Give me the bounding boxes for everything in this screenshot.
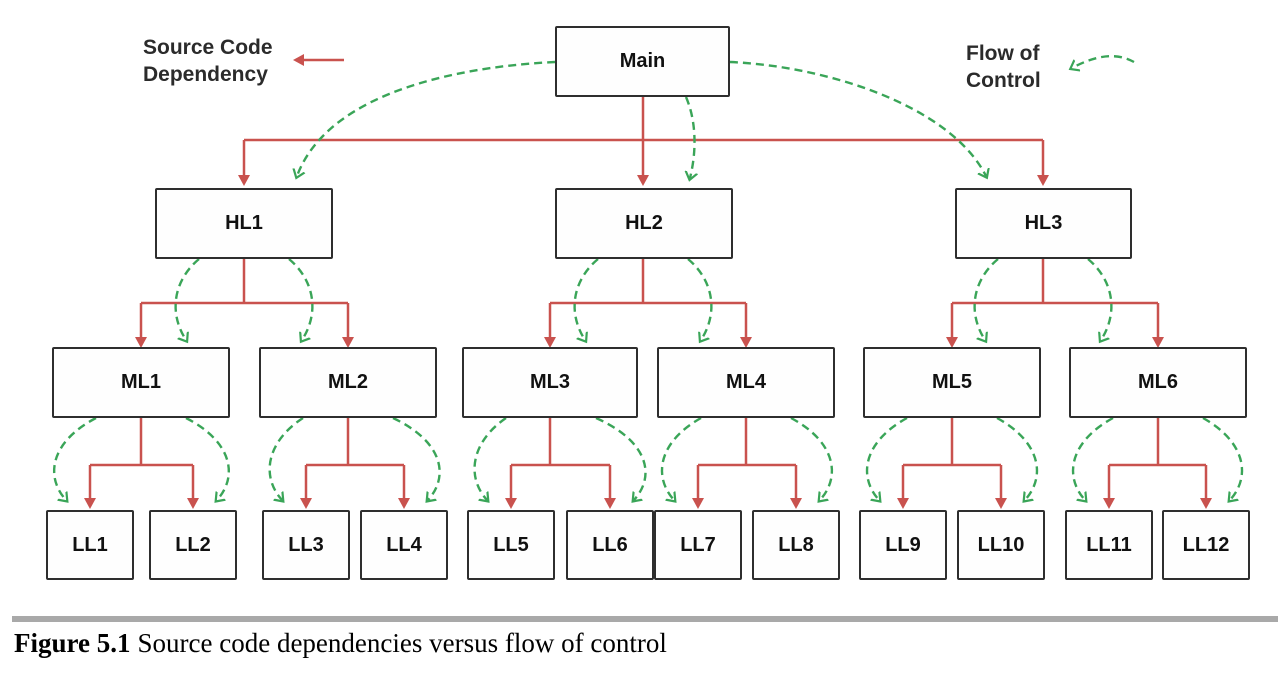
ctrl-ml5-ll9 bbox=[865, 416, 908, 500]
ctrl-ml5-ll10 bbox=[996, 416, 1039, 500]
node-ll7: LL7 bbox=[654, 510, 742, 580]
ctrl-ml6-ll11 bbox=[1071, 416, 1114, 500]
ctrl-ml2-ll4 bbox=[392, 416, 441, 500]
ctrl-main-hl2 bbox=[686, 96, 695, 178]
ctrl-hl2-ml4 bbox=[687, 258, 713, 340]
ctrl-hl1-ml1 bbox=[174, 258, 200, 340]
ctrl-ml1-ll1 bbox=[52, 416, 97, 500]
figure-caption-text: Source code dependencies versus flow of … bbox=[137, 628, 667, 658]
dependency-arrows bbox=[84, 54, 1212, 509]
node-ml6: ML6 bbox=[1069, 347, 1247, 418]
ctrl-hl1-ml2 bbox=[288, 258, 314, 340]
ctrl-ml2-ll3 bbox=[268, 416, 304, 500]
control-arrows bbox=[52, 54, 1244, 500]
node-ml3: ML3 bbox=[462, 347, 638, 418]
ctrl-ml1-ll2 bbox=[185, 416, 231, 500]
ctrl-hl3-ml6 bbox=[1087, 258, 1113, 340]
node-ll1: LL1 bbox=[46, 510, 134, 580]
node-ml2: ML2 bbox=[259, 347, 437, 418]
ctrl-ml4-ll8 bbox=[790, 416, 834, 500]
ctrl-main-hl1 bbox=[297, 60, 556, 176]
node-ll12: LL12 bbox=[1162, 510, 1250, 580]
node-ll10: LL10 bbox=[957, 510, 1045, 580]
ctrl-hl2-ml3 bbox=[573, 258, 599, 340]
node-ll3: LL3 bbox=[262, 510, 350, 580]
figure-caption-label: Figure 5.1 bbox=[14, 628, 131, 658]
control-legend-arrow-icon bbox=[1072, 54, 1135, 68]
node-ll5: LL5 bbox=[467, 510, 555, 580]
node-ml5: ML5 bbox=[863, 347, 1041, 418]
node-hl2: HL2 bbox=[555, 188, 733, 259]
ctrl-main-hl3 bbox=[729, 60, 986, 176]
node-hl1: HL1 bbox=[155, 188, 333, 259]
caption-divider bbox=[12, 616, 1278, 622]
legend-flow-of-control: Flow of Control bbox=[966, 42, 1041, 92]
node-ml1: ML1 bbox=[52, 347, 230, 418]
ctrl-hl3-ml5 bbox=[973, 258, 999, 340]
node-ml4: ML4 bbox=[657, 347, 835, 418]
legend-source-code-dependency: Source Code Dependency bbox=[143, 36, 273, 86]
node-ll8: LL8 bbox=[752, 510, 840, 580]
ctrl-ml3-ll6 bbox=[595, 416, 647, 500]
node-ll4: LL4 bbox=[360, 510, 448, 580]
node-main: Main bbox=[555, 26, 730, 97]
node-ll9: LL9 bbox=[859, 510, 947, 580]
ctrl-ml6-ll12 bbox=[1202, 416, 1244, 500]
node-ll11: LL11 bbox=[1065, 510, 1153, 580]
arrows-layer bbox=[52, 54, 1244, 509]
node-ll2: LL2 bbox=[149, 510, 237, 580]
ctrl-ml3-ll5 bbox=[473, 417, 507, 500]
node-ll6: LL6 bbox=[566, 510, 654, 580]
node-hl3: HL3 bbox=[955, 188, 1132, 259]
dependency-skeleton bbox=[90, 97, 1206, 467]
ctrl-ml4-ll7 bbox=[660, 416, 702, 500]
